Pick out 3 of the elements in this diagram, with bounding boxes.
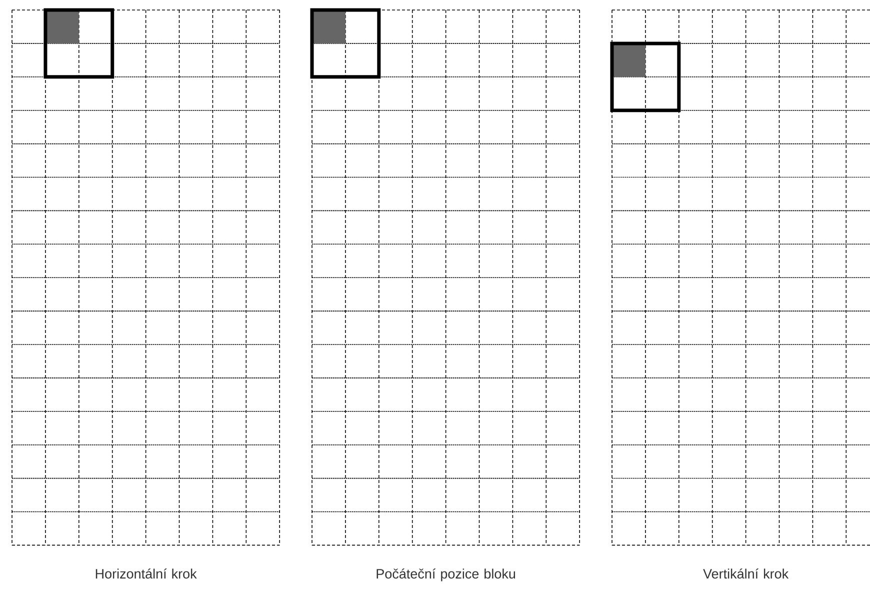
caption: Počáteční pozice bloku (376, 568, 516, 582)
caption: Horizontální krok (96, 568, 197, 579)
caption: Vertikální krok (703, 568, 789, 579)
